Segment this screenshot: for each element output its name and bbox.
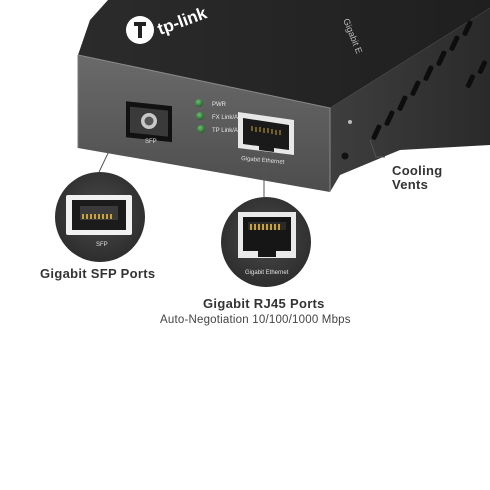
sfp-zoom-label: SFP [96,242,108,248]
sfp-ports-title: Gigabit SFP Ports [40,266,156,281]
led-tp-label: TP Link/Act [212,128,243,134]
cooling-vents-label-line1: Cooling [392,163,443,178]
led-tp [197,125,205,133]
led-pwr [195,99,203,107]
cooling-vents-label-line2: Vents [392,177,429,192]
leader-lines [98,139,385,197]
device-side-panel [330,8,490,192]
sfp-port: SFP [126,101,172,145]
led-fx-label: FX Link/Act [212,115,243,121]
cooling-vents [371,20,488,140]
rj45-zoom-label: Gigabit Ethernet [245,270,289,276]
led-fx [196,112,204,120]
rj45-zoom-circle: Gigabit Ethernet [221,197,311,287]
ethernet-port-label: Gigabit Ethernet [241,156,285,166]
device-front-face [78,55,330,192]
rj45-port: Gigabit Ethernet [238,112,294,166]
led-pwr-label: PWR [212,102,227,108]
device-top-surface [78,0,490,108]
rj45-ports-subtitle: Auto-Negotiation 10/100/1000 Mbps [160,314,351,326]
rj45-ports-title: Gigabit RJ45 Ports [203,296,325,311]
side-screw [341,152,349,160]
status-leds: PWR FX Link/Act TP Link/Act [195,99,243,134]
media-converter-device: tp-link Gigabit E SFP [77,0,490,192]
sfp-port-label: SFP [145,139,157,145]
sfp-zoom-circle: SFP [55,172,145,262]
